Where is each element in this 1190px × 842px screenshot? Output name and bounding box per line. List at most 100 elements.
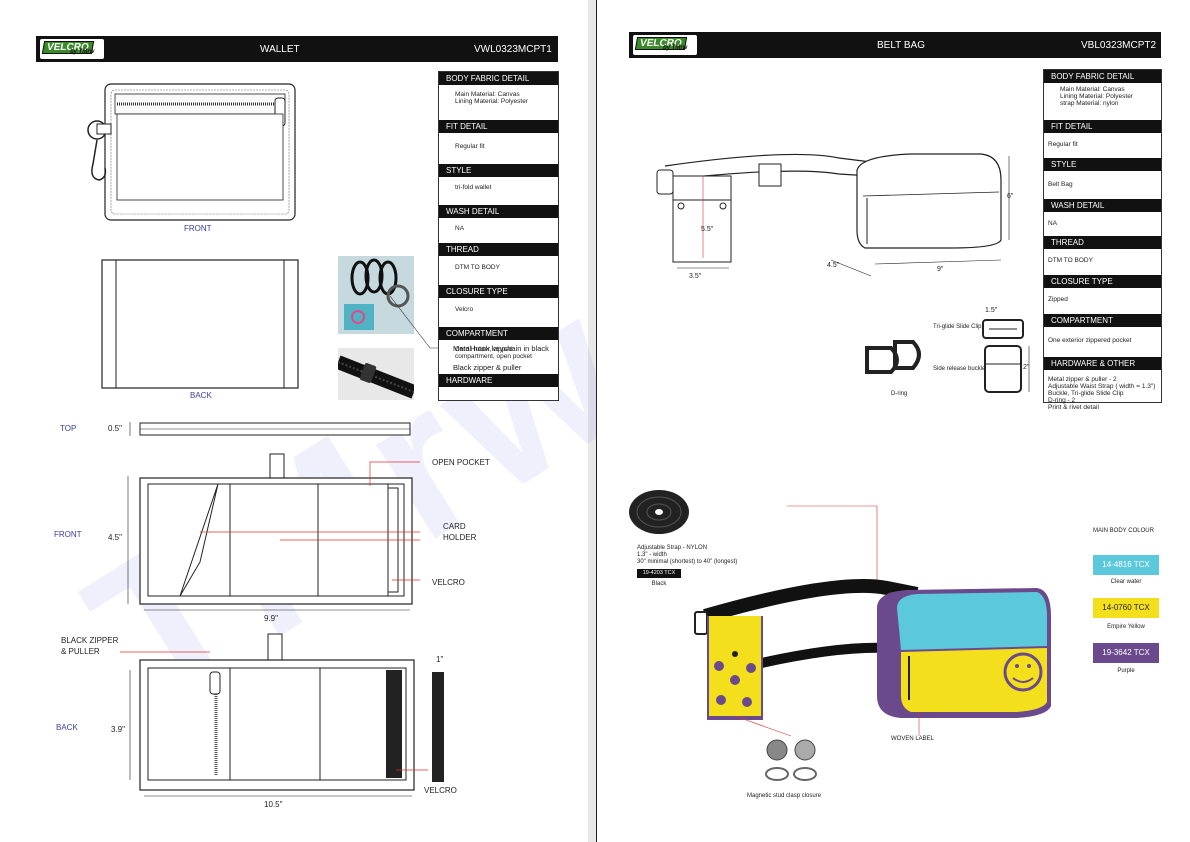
spec2-head-wash: WASH DETAIL (1044, 199, 1161, 212)
spec-wash: NA (455, 225, 465, 232)
swatch-purple-name: Purple (1117, 668, 1135, 674)
beltbag-header-bar: VELCRO by TMrw BELT BAG VBL0323MCPT2 (629, 32, 1161, 58)
strap-desc-1: Adjustable Strap - NYLON (637, 545, 708, 551)
page-gutter (588, 0, 596, 842)
spec2-hw-3: Buckle, Tri-glide Slide Clip (1048, 390, 1124, 397)
keychain-photo (338, 256, 414, 334)
spec-head-hardware: HARDWARE (439, 374, 558, 387)
spec-fit: Regular fit (455, 143, 485, 150)
spec2-head-compartment: COMPARTMENT (1044, 314, 1161, 327)
dim-2: 2" (1023, 364, 1030, 371)
velcro-logo: VELCRO by TMrw (40, 39, 104, 59)
zipper-photo (338, 348, 414, 400)
spec2-thread: DTM TO BODY (1048, 257, 1093, 264)
spec-main-material: Main Material: Canvas (455, 91, 520, 98)
top-dimension: 0.5" (108, 424, 122, 433)
wallet-title: WALLET (260, 44, 300, 55)
dim-9: 9" (937, 266, 944, 273)
hardware-zipper-text: Black zipper & puller (453, 363, 522, 372)
spec2-head-style: STYLE (1044, 158, 1161, 171)
magnetic-clasp-caption: Magnetic stud clasp closure (747, 793, 822, 799)
spec-head-style: STYLE (439, 164, 558, 177)
side-release-caption: Side release buckle (933, 366, 986, 372)
beltbag-line-sketch (656, 153, 1010, 277)
beltbag-color-render (694, 505, 1051, 737)
spec2-head-closure: CLOSURE TYPE (1044, 275, 1161, 288)
wallet-top-view (129, 422, 411, 436)
black-zipper-label-1: BLACK ZIPPER (61, 636, 119, 645)
triglide-caption: Tri-glide Slide Clip (933, 324, 982, 330)
card-holder-label-1: CARD (443, 522, 466, 531)
dim-3-5: 3.5" (689, 273, 702, 280)
velcro-front-label: VELCRO (432, 578, 465, 587)
spec2-hw-1: Metal zipper & puller - 2 (1048, 376, 1117, 383)
front-height-dim: 4.5" (108, 533, 122, 542)
swatch-clear-water-name: Clear water (1110, 579, 1142, 585)
velcro-back-label: VELCRO (424, 786, 457, 795)
swatch-empire-yellow-name: Empire Yellow (1107, 624, 1145, 630)
spec2-compartment: One exterior zippered pocket (1048, 337, 1132, 344)
open-pocket-label: OPEN POCKET (432, 458, 490, 467)
spec-compartment-2: compartment, open pocket (455, 353, 532, 360)
swatch-clear-water: 14-4816 TCX (1093, 555, 1159, 575)
spec2-closure: Zipped (1048, 296, 1068, 303)
spec2-main-material: Main Material: Canvas (1060, 86, 1125, 93)
back-width-dim: 10.5" (264, 800, 283, 809)
spec-head-compartment: COMPARTMENT (439, 327, 558, 340)
wallet-style-code: VWL0323MCPT1 (474, 44, 552, 55)
spec2-style: Belt Bag (1048, 181, 1073, 188)
spec-head-thread: THREAD (439, 243, 558, 256)
velcro-width-dim: 1" (436, 655, 444, 664)
spec-compartment-1: Card Holder, zipped (455, 346, 513, 353)
nylon-strap-roll (629, 490, 689, 534)
back-section-label: BACK (56, 723, 78, 732)
top-label: TOP (60, 424, 77, 433)
spec2-hw-4: D-ring - 2 (1048, 397, 1076, 404)
wallet-spec-panel: BODY FABRIC DETAIL Main Material: Canvas… (438, 71, 559, 401)
spec2-hw-2: Adjustable Waist Strap ( width = 1.3") (1048, 383, 1156, 390)
front-section-label: FRONT (54, 530, 82, 539)
spec-lining-material: Lining Material: Polyester (455, 98, 528, 105)
dim-4-5: 4.5" (827, 262, 840, 269)
beltbag-spec-panel: BODY FABRIC DETAIL Main Material: Canvas… (1043, 69, 1162, 411)
beltbag-style-code: VBL0323MCPT2 (1081, 40, 1157, 51)
strap-desc-2: 1.3" - width (637, 552, 667, 558)
swatch-purple: 19-3642 TCX (1093, 643, 1159, 663)
back-height-dim: 3.9" (111, 725, 125, 734)
front-caption: FRONT (184, 224, 212, 233)
spec-head-body-fabric: BODY FABRIC DETAIL (439, 72, 558, 85)
spec-style: tri-fold wallet (455, 184, 492, 191)
strap-color-name: Black (651, 581, 667, 587)
spec2-head-body-fabric: BODY FABRIC DETAIL (1044, 70, 1161, 83)
wallet-open-front-diagram (127, 453, 420, 611)
back-caption: BACK (190, 391, 212, 400)
wallet-header-bar: VELCRO by TMrw WALLET VWL0323MCPT1 (36, 36, 558, 62)
spec2-head-hardware: HARDWARE & OTHER DETAILS (1044, 357, 1161, 381)
wallet-tech-pack-page: TMrw VELCRO by TMrw WALLET VWL0323MCPT1 … (0, 0, 668, 842)
spec2-head-fit: FIT DETAIL (1044, 120, 1161, 133)
logo-by-2: by TMrw (663, 45, 688, 51)
strap-tcx-chip: 19-4203 TCX (637, 569, 681, 578)
spec-thread: DTM TO BODY (455, 264, 500, 271)
dim-6: 6" (1007, 193, 1014, 200)
dring-caption: D-ring (891, 391, 908, 397)
spec2-strap-material: strap Material: nylon (1060, 100, 1119, 107)
spec-head-wash: WASH DETAIL (439, 205, 558, 218)
strap-desc-3: 30" minimal (shortest) to 40" (longest) (637, 559, 738, 565)
wallet-open-back-diagram (120, 633, 444, 797)
velcro-logo-2: VELCRO by TMrw (633, 35, 697, 55)
front-width-dim: 9.9" (264, 614, 278, 623)
magnetic-clasp-photo (765, 739, 817, 781)
black-zipper-label-2: & PULLER (61, 647, 100, 656)
spec-closure: Velcro (455, 306, 474, 313)
main-body-colour-heading: MAIN BODY COLOUR (1093, 528, 1154, 534)
hardware-keychain-text: Metal hook keychain in black (453, 344, 549, 353)
wallet-front-sketch (87, 83, 296, 221)
belt-bag-tech-pack-page: VELCRO by TMrw BELT BAG VBL0323MCPT2 5.5… (596, 0, 1190, 842)
spec2-lining-material: Lining Material: Polyester (1060, 93, 1133, 100)
spec-head-closure: CLOSURE TYPE (439, 285, 558, 298)
card-holder-label-2: HOLDER (443, 533, 477, 542)
beltbag-hardware-sketch (865, 319, 1030, 393)
wallet-back-sketch (101, 259, 299, 389)
beltbag-title: BELT BAG (877, 40, 925, 51)
